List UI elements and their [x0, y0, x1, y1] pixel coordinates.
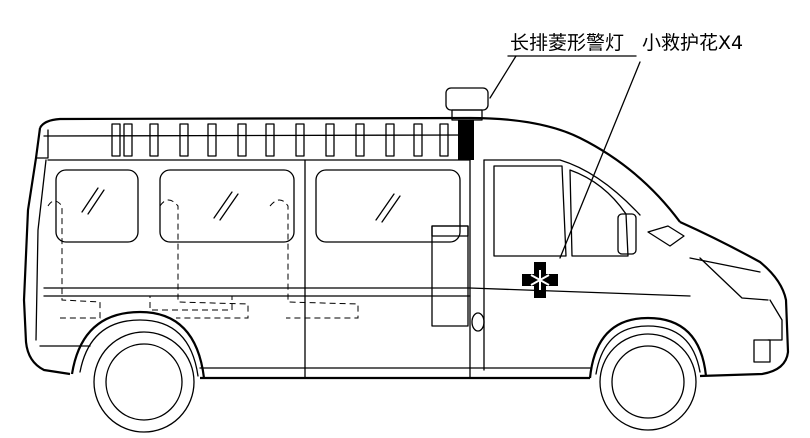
leader-lines — [489, 55, 641, 259]
cabinet — [431, 225, 485, 332]
side-windows — [55, 169, 461, 243]
wheels — [70, 310, 708, 433]
cross-sticker-label: 小救护花X4 — [642, 32, 743, 54]
seats-dashed — [47, 199, 359, 319]
light-bar-label: 长排菱形警灯 — [510, 32, 624, 54]
cross-sticker — [522, 262, 558, 298]
front-windows — [493, 165, 685, 257]
roof-ribs — [111, 123, 449, 157]
light-bar — [445, 87, 489, 160]
van-body-outline — [22, 116, 790, 380]
